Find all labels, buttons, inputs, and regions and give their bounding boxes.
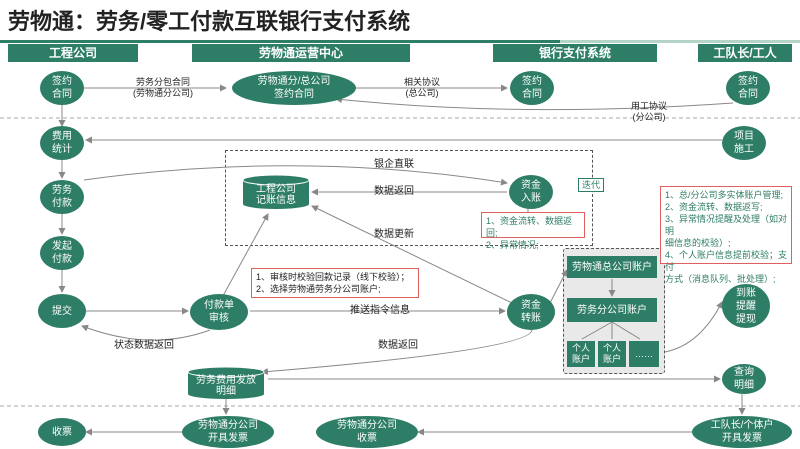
fee-statistics: 费用 统计 — [40, 126, 84, 160]
labor-payment: 劳务 付款 — [40, 180, 84, 214]
fee-detail: 劳务费用发放 明细 — [196, 375, 256, 397]
header-bank: 银行支付系统 — [493, 44, 657, 62]
title-underline — [0, 40, 800, 43]
initiate-payment: 发起 付款 — [40, 236, 84, 270]
query-detail: 查询 明细 — [722, 364, 766, 394]
header-company: 工程公司 — [8, 44, 138, 62]
header-center: 劳物通运营中心 — [192, 44, 410, 62]
label-data-return-2: 数据返回 — [378, 340, 418, 351]
label-send-cmd: 推送指令信息 — [350, 305, 410, 316]
label-data-update: 数据更新 — [374, 229, 414, 240]
head-company-account: 劳物通总公司账户 — [567, 256, 657, 278]
receive-invoice: 收票 — [38, 418, 86, 446]
ledger-cylinder — [242, 174, 310, 209]
label-status-return: 状态数据返回 — [114, 340, 174, 351]
label-data-return-1: 数据返回 — [374, 186, 414, 197]
sign-contract-worker: 签约 合同 — [726, 71, 770, 105]
company-ledger: 工程公司 记账信息 — [256, 184, 296, 206]
header-worker: 工队长/工人 — [698, 44, 792, 62]
bank-direct-region — [225, 150, 593, 246]
sign-contract-company: 签约 合同 — [40, 71, 84, 105]
branch-company-account: 劳务分公司账户 — [567, 298, 657, 322]
note-fund-flow: 1、资金流转、数据返回; 2、异常情况; — [481, 212, 585, 250]
fund-in: 资金 入账 — [509, 175, 553, 209]
fee-detail-cylinder — [187, 366, 265, 399]
fund-transfer: 资金 转账 — [507, 294, 555, 330]
label-employment: 用工协议 (分公司) — [630, 101, 667, 122]
iterate-tag: 迭代 — [578, 178, 605, 192]
submit-node: 提交 — [38, 294, 86, 328]
label-related: 相关协议 (总公司) — [403, 77, 440, 98]
arrival-remind: 到账 提醒 提现 — [722, 284, 770, 328]
payment-review: 付款单 审核 — [190, 294, 248, 330]
personal-account-2: 个人 账户 — [598, 341, 626, 367]
note-right: 1、总/分公司多实体账户管理; 2、资金流转、数据返写; 3、异常情况提醒及处理… — [660, 186, 792, 284]
worker-issue-invoice: 工队长/个体户 开具发票 — [692, 416, 792, 448]
branch-issue-invoice: 劳物通分公司 开具发票 — [182, 416, 274, 448]
sign-contract-bank: 签约 合同 — [510, 71, 554, 105]
note-review: 1、审核时校验回款记录（线下校验）； 2、选择劳物通劳务分公司账户; — [251, 268, 419, 298]
label-bank-direct: 银企直联 — [374, 159, 414, 170]
sign-contract-center: 劳物通分/总公司 签约合同 — [232, 71, 356, 105]
more-accounts: …… — [629, 341, 659, 367]
branch-receive-invoice: 劳物通分公司 收票 — [316, 416, 418, 448]
page-title: 劳物通：劳务/零工付款互联银行支付系统 — [8, 9, 411, 34]
personal-account-1: 个人 账户 — [567, 341, 595, 367]
project-construction: 项目 施工 — [722, 126, 766, 160]
label-subcontract: 劳务分包合同 (劳物通分公司) — [133, 77, 193, 98]
